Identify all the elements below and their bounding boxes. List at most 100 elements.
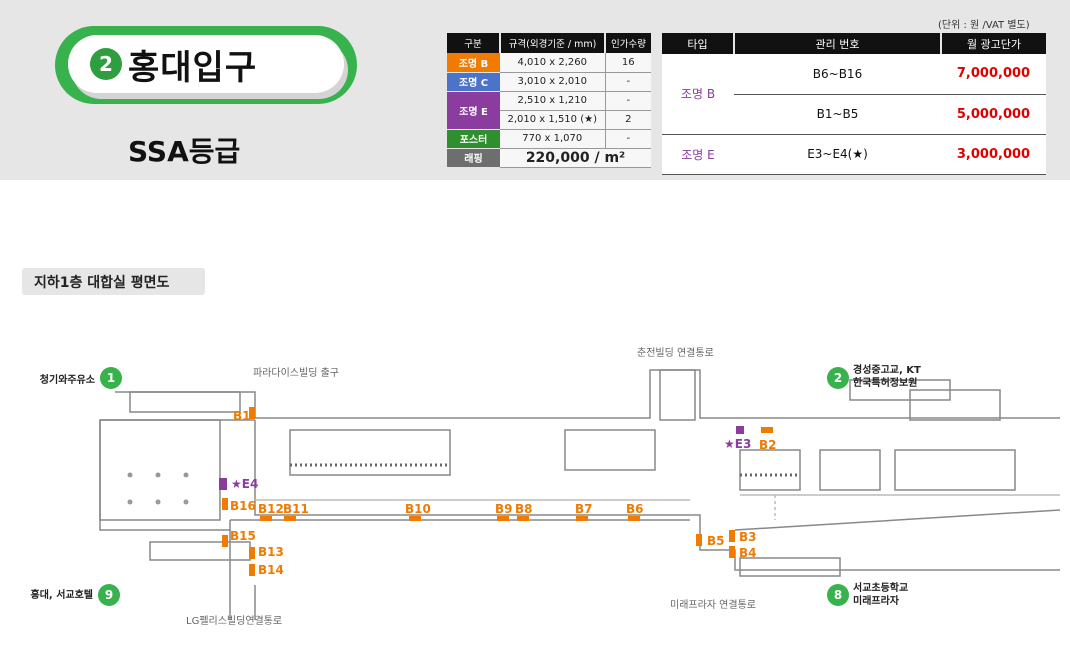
wrapping-price: 220,000 / m² — [500, 148, 651, 168]
ad-b16-label: B16 — [230, 499, 256, 513]
ad-b14-marker — [249, 564, 255, 576]
exit-1-number: 1 — [107, 371, 115, 385]
ad-b9-label: B9 — [495, 502, 513, 516]
ad-b15-marker — [222, 535, 228, 547]
ad-b12-label: B12 — [258, 502, 284, 516]
table-row: 포스터 770 x 1,070 - — [447, 129, 651, 149]
spec-size: 3,010 x 2,010 — [500, 72, 605, 92]
table-row: 래핑 220,000 / m² — [447, 148, 651, 168]
exit-2-number: 2 — [834, 371, 842, 385]
price-id: E3~E4(★) — [734, 134, 941, 175]
ad-b16-marker — [222, 498, 228, 510]
exit-1-label: 청기와주유소 — [40, 373, 95, 386]
ad-b3-label: B3 — [739, 530, 757, 544]
ad-b1-label: B1 — [233, 409, 251, 423]
ad-b7-marker — [576, 516, 588, 521]
spec-qty: - — [604, 72, 651, 92]
station-name-badge: 2 홍대입구 — [55, 26, 357, 104]
ad-e4-label: ★E4 — [231, 477, 258, 491]
ad-b5-marker — [696, 534, 702, 546]
price-type: 조명 E — [662, 134, 734, 175]
station-grade: SSA등급 — [128, 135, 241, 168]
mirae-connection-label: 미래프라자 연결통로 — [670, 599, 756, 611]
table-row: 조명 C 3,010 x 2,010 - — [447, 72, 651, 92]
spec-category: 조명 C — [447, 72, 500, 92]
exit-8-label-2: 미래프라자 — [853, 594, 900, 607]
spec-size: 4,010 x 2,260 — [500, 53, 605, 73]
table-row: 2,010 x 1,510 (★) 2 — [447, 110, 651, 130]
spec-qty: 2 — [604, 110, 651, 130]
ad-b6-marker — [628, 516, 640, 521]
ad-b2-label: B2 — [759, 438, 777, 452]
ad-b7-label: B7 — [575, 502, 593, 516]
ad-b4-label: B4 — [739, 546, 757, 560]
price-header-price: 월 광고단가 — [941, 33, 1046, 54]
ad-b12-marker — [260, 516, 272, 521]
floor-plan-map: 1 청기와주유소 2 경성중고교, KT 한국특허정보원 9 홍대, 서교호텔 … — [31, 347, 1061, 627]
exit-8-number: 8 — [834, 588, 842, 602]
price-amount: 5,000,000 — [941, 94, 1046, 135]
spec-category: 래핑 — [447, 148, 500, 168]
spec-size: 2,510 x 1,210 — [500, 91, 605, 111]
exit-2-marker: 2 경성중고교, KT 한국특허정보원 — [827, 363, 921, 389]
ad-b13-marker — [249, 547, 255, 559]
ad-b15-label: B15 — [230, 529, 256, 543]
chunjeon-connection-label: 춘전빌딩 연결통로 — [637, 347, 714, 359]
spec-qty: - — [604, 129, 651, 149]
exit-1-marker: 1 청기와주유소 — [40, 367, 122, 389]
floor-plan-title: 지하1층 대합실 평면도 — [22, 268, 205, 295]
spec-header-category: 구분 — [447, 33, 501, 53]
ad-e3-marker — [736, 426, 744, 434]
station-name: 홍대입구 — [128, 47, 258, 88]
exit-9-marker: 9 홍대, 서교호텔 — [31, 584, 120, 606]
ad-b13-label: B13 — [258, 545, 284, 559]
price-table: 타입 관리 번호 월 광고단가 조명 B B6~B16 7,000,000 B1… — [662, 33, 1046, 175]
exit-2-label-2: 한국특허정보원 — [853, 376, 917, 389]
ad-e3-label: ★E3 — [724, 437, 751, 451]
table-row: 조명 E E3~E4(★) 3,000,000 — [662, 134, 1046, 175]
price-header-id: 관리 번호 — [734, 33, 942, 54]
ad-b5-label: B5 — [707, 534, 725, 548]
spec-category: 조명 B — [447, 53, 500, 73]
ad-b8-marker — [517, 516, 529, 521]
ad-b14-label: B14 — [258, 563, 284, 577]
ad-b11-label: B11 — [283, 502, 309, 516]
table-row: 조명 B 4,010 x 2,260 16 — [447, 53, 651, 73]
ad-b9-marker — [497, 516, 509, 521]
ad-b6-label: B6 — [626, 502, 644, 516]
paradise-exit-label: 파라다이스빌딩 출구 — [253, 367, 339, 379]
ad-b4-marker — [729, 546, 735, 558]
spec-category: 포스터 — [447, 129, 500, 149]
exit-8-marker: 8 서교초등학교 미래프라자 — [827, 581, 908, 607]
price-amount: 7,000,000 — [941, 54, 1046, 95]
price-id: B1~B5 — [734, 94, 941, 135]
price-type: 조명 B — [662, 54, 734, 135]
ad-b2-marker — [761, 427, 773, 433]
spec-size: 770 x 1,070 — [500, 129, 605, 149]
ad-b11-marker — [284, 516, 296, 521]
exit-2-label-1: 경성중고교, KT — [853, 363, 921, 376]
ad-b3-marker — [729, 530, 735, 542]
table-row: 조명 B B6~B16 7,000,000 — [662, 54, 1046, 135]
exit-9-number: 9 — [105, 588, 113, 602]
price-amount: 3,000,000 — [941, 134, 1046, 175]
spec-header-qty: 인가수량 — [605, 33, 651, 53]
table-row: B1~B5 5,000,000 — [662, 94, 1046, 135]
lg-connection-label: LG펠리스빌딩연결통로 — [186, 615, 282, 627]
exit-8-label-1: 서교초등학교 — [853, 581, 908, 594]
price-id: B6~B16 — [734, 54, 941, 95]
spec-size: 2,010 x 1,510 (★) — [500, 110, 605, 130]
ad-b8-label: B8 — [515, 502, 533, 516]
unit-note: (단위 : 원 /VAT 별도) — [938, 20, 1030, 31]
spec-category: 조명 E — [447, 91, 500, 130]
spec-qty: - — [604, 91, 651, 111]
ad-b10-marker — [409, 516, 421, 521]
spec-table: 구분 규격(외경기준 / mm) 인가수량 조명 B 4,010 x 2,260… — [447, 33, 651, 168]
spec-qty: 16 — [604, 53, 651, 73]
exit-9-label: 홍대, 서교호텔 — [31, 588, 93, 601]
line-number-icon: 2 — [90, 48, 122, 80]
ad-b10-label: B10 — [405, 502, 431, 516]
ad-e4-marker — [219, 478, 227, 490]
spec-header-size: 규격(외경기준 / mm) — [500, 33, 606, 53]
ad-b1-marker — [249, 407, 255, 419]
